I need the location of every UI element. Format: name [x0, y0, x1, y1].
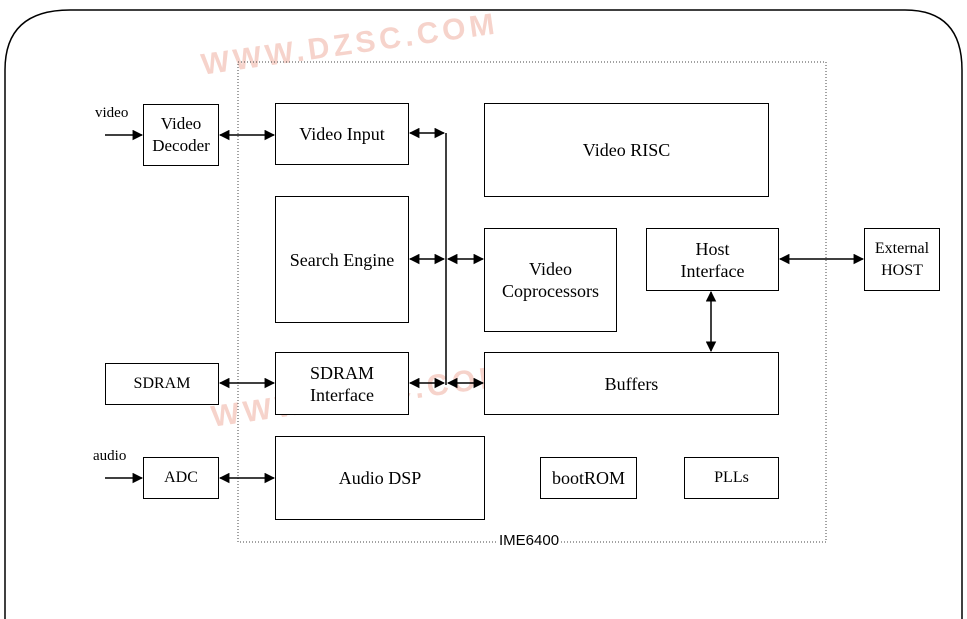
board-outline: [4, 9, 963, 619]
video-input-label-text: Video Input: [299, 124, 385, 144]
video-decoder-line2: Decoder: [152, 136, 210, 155]
video-input-block: Video Input: [275, 103, 409, 165]
sdram-block: SDRAM: [105, 363, 219, 405]
search-engine-label: Search Engine: [289, 249, 395, 270]
sdram-interface-line2: Interface: [310, 384, 374, 405]
plls-block: PLLs: [684, 457, 779, 499]
video-risc-label: Video RISC: [582, 140, 671, 160]
buffers-label: Buffers: [604, 373, 659, 394]
plls-label: PLLs: [714, 469, 749, 486]
audio-dsp-label: Audio DSP: [338, 468, 422, 488]
chip-name-label: IME6400: [497, 532, 562, 549]
host-interface-block: Host Interface: [646, 228, 779, 291]
video-coprocessors-line1: Video: [529, 259, 572, 279]
external-host-line1: External: [874, 239, 930, 257]
audio-dsp-block: Audio DSP: [275, 436, 485, 520]
buffers-block: Buffers: [484, 352, 779, 415]
search-engine-block: Search Engine: [275, 196, 409, 323]
host-interface-line1: Host: [695, 238, 730, 259]
video-coprocessors-block: Video Coprocessors: [484, 228, 617, 332]
sdram-label: SDRAM: [133, 375, 191, 392]
sdram-interface-block: SDRAM Interface: [275, 352, 409, 415]
external-host-block: External HOST: [864, 228, 940, 291]
video-risc-block: Video RISC: [484, 103, 769, 197]
host-interface-line2: Interface: [680, 260, 745, 281]
adc-label: ADC: [164, 469, 198, 486]
external-host-line2: HOST: [881, 261, 923, 279]
video-coprocessors-line2: Coprocessors: [502, 281, 599, 301]
audio-input-label: audio: [93, 448, 127, 464]
adc-block: ADC: [143, 457, 219, 499]
sdram-interface-line1: SDRAM: [309, 362, 375, 383]
bootrom-label: bootROM: [551, 468, 625, 488]
video-input-label: video: [95, 105, 129, 121]
bootrom-block: bootROM: [540, 457, 637, 499]
video-decoder-line1: Video: [160, 114, 202, 133]
video-decoder-block: Video Decoder: [143, 104, 219, 166]
